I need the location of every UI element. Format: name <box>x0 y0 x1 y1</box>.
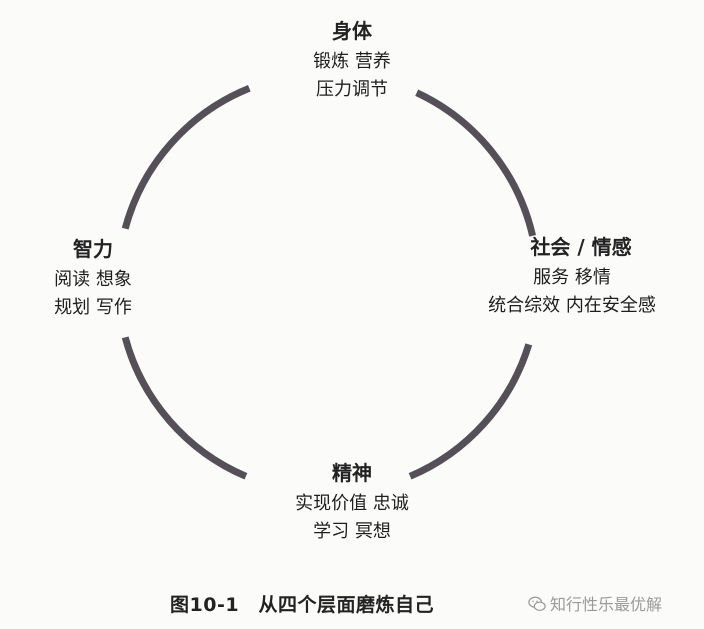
node-social-emotional-line-1: 服务 移情 <box>533 267 611 288</box>
node-spiritual-line-2: 学习 冥想 <box>313 521 391 542</box>
watermark-text: 知行性乐最优解 <box>550 595 663 614</box>
figure-caption: 图10-1 从四个层面磨炼自己 <box>170 594 435 616</box>
arc-top-right <box>415 89 537 237</box>
node-mental-title: 智力 <box>73 237 113 261</box>
node-physical-title: 身体 <box>332 19 372 43</box>
node-mental-line-1: 阅读 想象 <box>54 269 132 290</box>
node-physical-line-1: 锻炼 营养 <box>313 51 391 72</box>
watermark: 知行性乐最优解 <box>528 591 662 615</box>
node-social-emotional: 社会 / 情感 服务 移情 统合综效 内在安全感 <box>440 234 704 320</box>
node-spiritual: 精神 实现价值 忠诚 学习 冥想 <box>212 460 492 546</box>
node-mental-line-2: 规划 写作 <box>54 297 132 318</box>
arc-bottom-right <box>408 343 533 480</box>
wechat-icon <box>528 596 546 612</box>
node-physical-line-2: 压力调节 <box>316 79 388 100</box>
arc-top-left <box>121 85 251 230</box>
node-physical: 身体 锻炼 营养 压力调节 <box>232 18 472 104</box>
node-mental: 智力 阅读 想象 规划 写作 <box>0 236 186 322</box>
node-spiritual-title: 精神 <box>332 461 372 485</box>
node-social-emotional-line-2: 统合综效 内在安全感 <box>488 295 656 316</box>
arc-bottom-left <box>121 336 248 480</box>
node-social-emotional-title: 社会 / 情感 <box>530 235 632 259</box>
node-spiritual-line-1: 实现价值 忠诚 <box>295 493 409 514</box>
